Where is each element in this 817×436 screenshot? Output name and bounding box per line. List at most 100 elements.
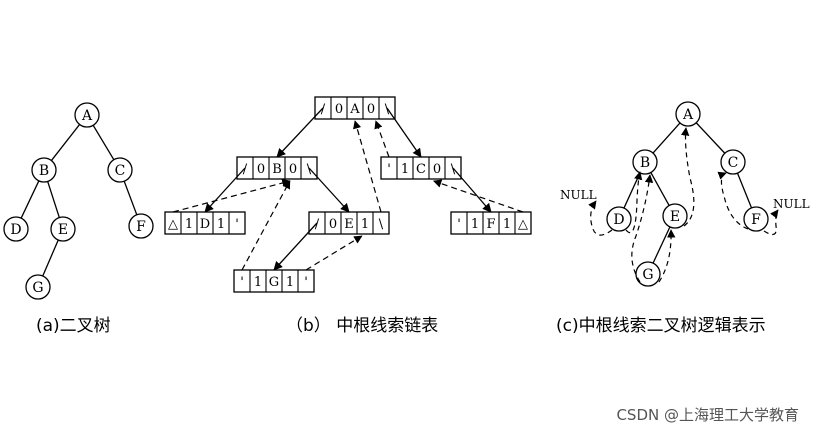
null-label-left: NULL: [560, 188, 597, 202]
panel-binary-tree: A B C D E F G: [3, 102, 154, 300]
tree-node-E: [50, 216, 76, 242]
list-cell-E-2: E: [344, 217, 354, 232]
thread-D-null: [588, 200, 613, 236]
tree-node-label-D: D: [10, 222, 21, 238]
list-cell-G-3: 1: [286, 275, 294, 290]
tree-edge-A-C: [695, 122, 726, 154]
list-cell-F-4: △: [518, 217, 528, 232]
thread-link-C-A: [374, 120, 390, 158]
list-cell-D-1: 1: [185, 217, 193, 232]
list-cell-C-3: 0: [433, 162, 441, 177]
tree-node-label-C: C: [115, 163, 126, 179]
tree-node-label-A: A: [81, 108, 93, 124]
tree-node-F: [128, 213, 154, 239]
tree-node-B: [632, 149, 658, 175]
tree-node-C: [720, 149, 746, 175]
tree-node-label-E: E: [58, 222, 68, 238]
thread-link-E-A: [353, 120, 382, 213]
list-cell-F-0: ': [457, 217, 461, 232]
list-node-A: [314, 96, 396, 120]
thread-F-C: [717, 171, 749, 230]
list-cell-G-2: G: [269, 275, 279, 290]
list-cell-C-1: 1: [401, 162, 409, 177]
list-cell-B-1: 0: [257, 162, 265, 177]
list-cell-B-3: 0: [289, 162, 297, 177]
tree-node-F: [743, 206, 769, 232]
list-cell-B-0: /: [243, 162, 248, 177]
tree-node-label-D: D: [613, 212, 624, 228]
child-link-C-F: [452, 167, 492, 213]
caption-threaded-list: （b） 中根线索链表: [286, 316, 439, 336]
thread-F-null: [763, 209, 779, 236]
null-label-right: NULL: [773, 197, 810, 211]
tree-edge-B-D: [20, 180, 40, 219]
tree-edge-C-F: [736, 172, 753, 209]
list-cell-C-2: C: [416, 162, 426, 177]
tree-node-label-G: G: [642, 267, 653, 283]
tree-node-label-F: F: [751, 212, 761, 228]
list-cell-A-1: 0: [335, 102, 343, 117]
caption-binary-tree: (a)二叉树: [36, 316, 111, 336]
panel-threaded-tree-logical: A B C D E F G NULL NULL: [560, 101, 810, 287]
tree-edge-B-E: [650, 172, 670, 206]
watermark: CSDN @上海理工大学教育: [616, 406, 799, 424]
list-cell-G-0: ': [240, 275, 244, 290]
list-cell-A-2: A: [349, 102, 360, 117]
list-cell-C-4: \: [451, 162, 456, 177]
list-cell-C-0: ': [387, 162, 391, 177]
tree-edge-A-B: [652, 122, 681, 154]
child-link-A-B: [276, 107, 324, 158]
tree-node-label-E: E: [670, 209, 680, 225]
tree-node-label-C: C: [728, 155, 739, 171]
caption-threaded-tree: (c)中根线索二叉树逻辑表示: [556, 316, 766, 336]
tree-node-label-G: G: [32, 280, 43, 296]
list-cell-E-1: 0: [329, 217, 337, 232]
tree-node-B: [31, 157, 57, 183]
list-cell-A-0: /: [321, 102, 326, 117]
tree-node-label-B: B: [640, 155, 650, 171]
tree-node-E: [662, 203, 688, 229]
list-cell-A-3: 0: [367, 102, 375, 117]
tree-node-C: [107, 157, 133, 183]
tree-edge-B-E: [47, 181, 60, 218]
list-cell-F-3: 1: [503, 217, 511, 232]
tree-node-A: [675, 101, 701, 127]
list-cell-B-2: B: [272, 162, 282, 177]
tree-node-label-F: F: [136, 219, 146, 235]
tree-edge-A-B: [50, 124, 81, 161]
tree-edge-A-C: [92, 124, 115, 161]
tree-node-D: [3, 216, 29, 242]
list-cell-G-4: ': [304, 275, 308, 290]
tree-edge-E-G: [42, 239, 59, 277]
thread-link-D-B: [172, 178, 291, 213]
list-cell-D-2: D: [200, 217, 210, 232]
list-cell-D-3: 1: [217, 217, 225, 232]
tree-edge-E-G: [652, 226, 671, 264]
tree-node-label-B: B: [39, 163, 49, 179]
child-link-B-E: [308, 167, 350, 213]
child-link-B-D: [204, 167, 246, 213]
list-cell-F-1: 1: [471, 217, 479, 232]
list-cell-G-1: 1: [254, 275, 262, 290]
tree-node-label-A: A: [682, 107, 694, 123]
tree-node-A: [74, 102, 100, 128]
thread-G-B: [631, 174, 654, 283]
tree-node-G: [635, 261, 661, 287]
tree-node-G: [25, 274, 51, 300]
thread-link-G-B: [241, 180, 291, 271]
list-cell-F-2: F: [486, 217, 495, 232]
thread-G-E: [658, 229, 676, 283]
list-cell-E-3: 1: [361, 217, 369, 232]
list-cell-E-0: /: [315, 217, 320, 232]
child-link-E-G: [273, 222, 318, 271]
thread-E-A: [680, 127, 695, 227]
list-cell-D-4: ': [235, 217, 239, 232]
list-cell-B-4: \: [307, 162, 312, 177]
thread-link-F-C: [433, 179, 524, 213]
list-cell-E-4: \: [379, 217, 384, 232]
tree-node-D: [606, 206, 632, 232]
tree-edge-C-F: [123, 181, 138, 215]
list-cell-D-0: △: [168, 217, 178, 232]
